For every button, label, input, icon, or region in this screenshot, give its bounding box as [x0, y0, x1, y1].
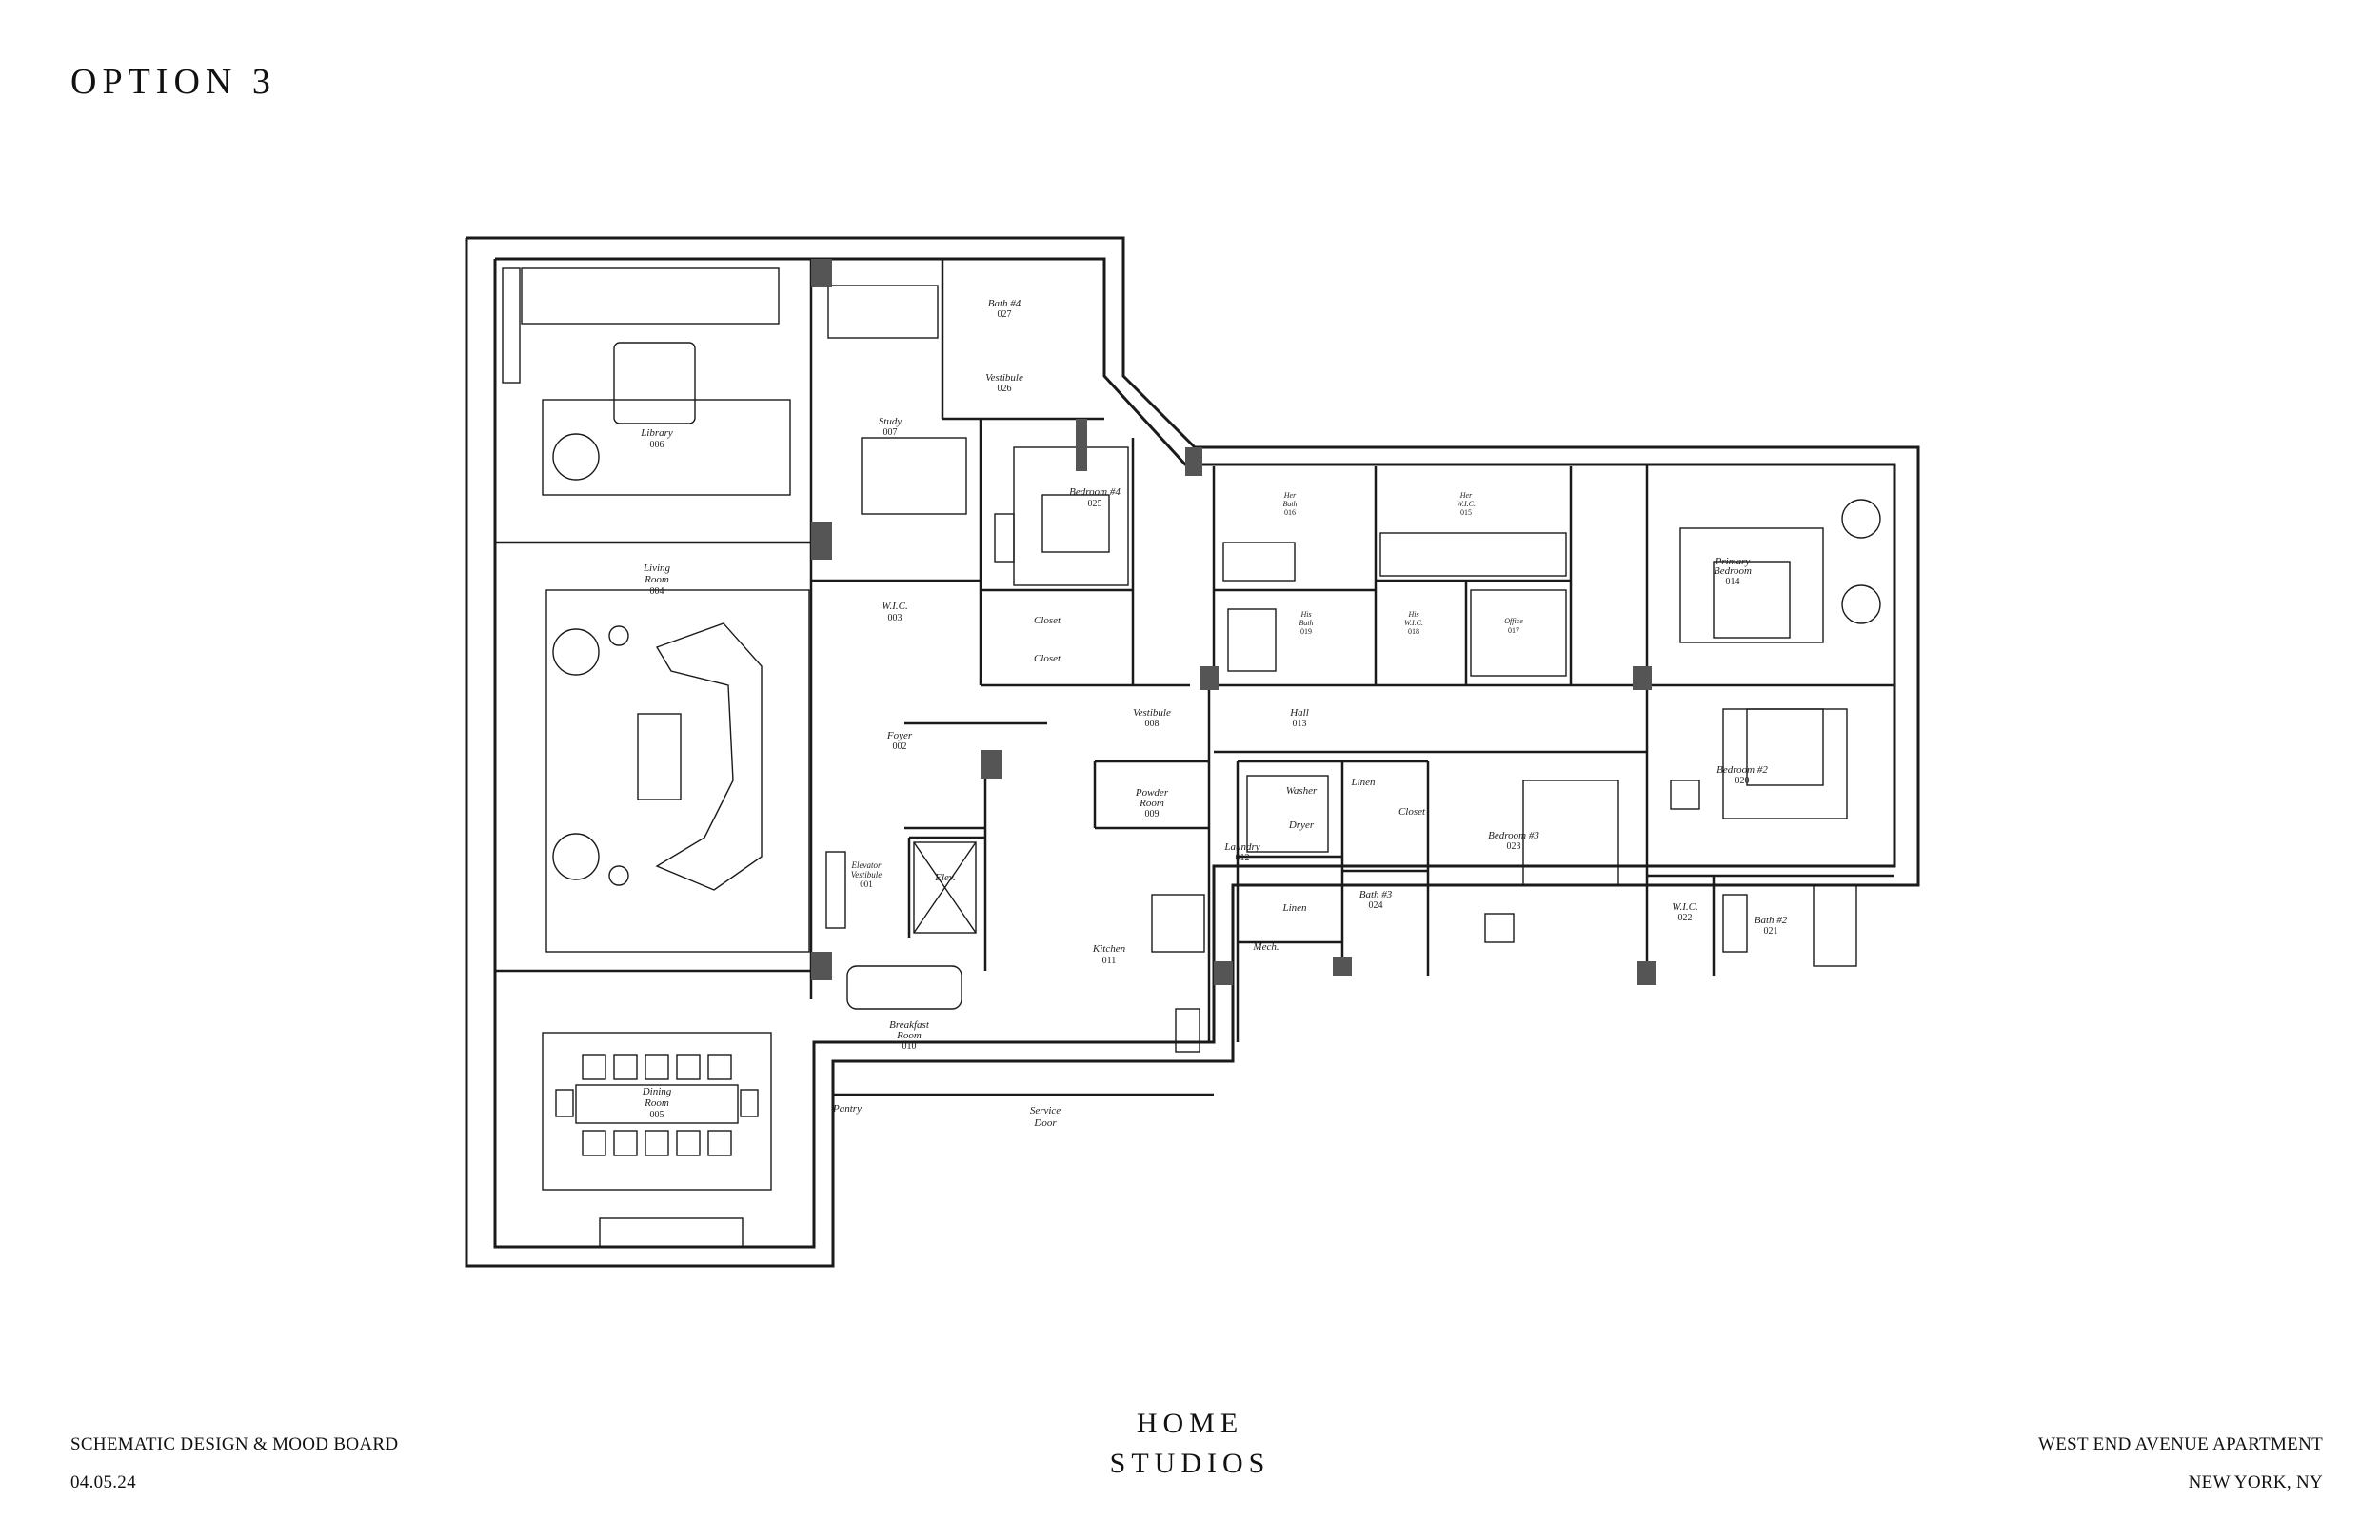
project-phase: SCHEMATIC DESIGN & MOOD BOARD — [70, 1434, 399, 1454]
label-primary-2: Bedroom — [1714, 565, 1752, 577]
label-study: Study — [879, 416, 902, 427]
footer-right: WEST END AVENUE APARTMENT NEW YORK, NY — [2038, 1426, 2323, 1502]
page-title: OPTION 3 — [70, 62, 276, 102]
brand-line-1: HOME — [1136, 1408, 1244, 1439]
label-dryer: Dryer — [1288, 819, 1315, 831]
num-bath2: 021 — [1764, 926, 1778, 937]
room-labels: Library 006 Living Room 004 Dining Room … — [640, 298, 1788, 1129]
label-bath2: Bath #2 — [1755, 915, 1788, 926]
project-date: 04.05.24 — [70, 1472, 136, 1492]
label-living-1: Living — [643, 563, 671, 574]
label-his-wic-1: His — [1407, 610, 1418, 619]
num-study: 007 — [883, 427, 898, 438]
num-hall: 013 — [1293, 719, 1307, 729]
label-closet-c: Closet — [1398, 806, 1426, 818]
num-office: 017 — [1508, 626, 1519, 635]
label-laundry: Laundry — [1223, 841, 1259, 853]
core-furniture — [825, 841, 1205, 1053]
label-living-2: Room — [644, 574, 669, 585]
num-her-bath: 016 — [1284, 508, 1296, 517]
label-mech: Mech. — [1252, 941, 1279, 953]
label-dining-1: Dining — [642, 1086, 672, 1097]
label-wic003: W.I.C. — [882, 601, 907, 612]
label-linen-b: Linen — [1281, 902, 1307, 914]
project-name: WEST END AVENUE APARTMENT — [2038, 1434, 2323, 1454]
num-library: 006 — [650, 440, 664, 450]
east-furniture — [1222, 499, 1881, 967]
label-bedroom3: Bedroom #3 — [1488, 830, 1539, 841]
label-vestibule008: Vestibule — [1133, 707, 1171, 719]
label-closet-a: Closet — [1034, 615, 1061, 626]
num-wic022: 022 — [1678, 913, 1693, 923]
living-furniture — [545, 589, 810, 953]
label-service-2: Door — [1033, 1117, 1057, 1129]
num-foyer: 002 — [893, 741, 907, 752]
study-furniture — [827, 285, 1129, 586]
label-her-wic-2: W.I.C. — [1457, 500, 1476, 508]
project-location: NEW YORK, NY — [2188, 1472, 2323, 1492]
num-vestibule26: 026 — [998, 384, 1012, 394]
num-wic003: 003 — [888, 613, 902, 623]
num-his-bath: 019 — [1300, 627, 1312, 636]
label-office: Office — [1504, 617, 1523, 625]
footer-left: SCHEMATIC DESIGN & MOOD BOARD 04.05.24 — [70, 1426, 398, 1502]
label-her-wic-1: Her — [1459, 491, 1473, 500]
num-vestibule008: 008 — [1145, 719, 1160, 729]
label-library: Library — [640, 427, 673, 439]
label-bedroom2: Bedroom #2 — [1716, 764, 1768, 776]
label-her-bath-1: Her — [1283, 491, 1297, 500]
label-bath4: Bath #4 — [988, 298, 1021, 309]
label-linen-a: Linen — [1350, 777, 1376, 788]
label-wic022: W.I.C. — [1672, 901, 1697, 913]
num-breakfast: 010 — [902, 1041, 917, 1052]
label-breakfast-2: Room — [896, 1030, 922, 1041]
num-laundry: 012 — [1236, 853, 1250, 863]
label-powder-2: Room — [1139, 798, 1164, 809]
num-living: 004 — [650, 586, 664, 597]
num-bath4: 027 — [998, 309, 1012, 320]
label-powder-1: Powder — [1135, 787, 1169, 799]
label-dining-2: Room — [644, 1097, 669, 1109]
label-elev: Elev. — [934, 872, 955, 883]
label-pantry: Pantry — [832, 1103, 862, 1115]
num-primary: 014 — [1726, 577, 1740, 587]
label-his-wic-2: W.I.C. — [1404, 619, 1423, 627]
library-furniture — [502, 267, 791, 496]
num-his-wic: 018 — [1408, 627, 1419, 636]
exterior-walls — [465, 236, 1920, 1268]
label-kitchen: Kitchen — [1092, 943, 1126, 955]
num-her-wic: 015 — [1460, 508, 1472, 517]
label-washer: Washer — [1286, 785, 1318, 797]
num-bedroom2: 020 — [1735, 776, 1750, 786]
num-bedroom3: 023 — [1507, 841, 1521, 852]
dining-furniture — [542, 1032, 772, 1248]
num-elev-vest: 001 — [860, 879, 873, 889]
label-bedroom4: Bedroom #4 — [1069, 486, 1121, 498]
num-bedroom4: 025 — [1088, 499, 1102, 509]
brand-logo: HOME STUDIOS — [1095, 1404, 1285, 1484]
num-dining: 005 — [650, 1110, 664, 1120]
label-service-1: Service — [1030, 1105, 1061, 1116]
num-kitchen: 011 — [1102, 956, 1117, 966]
label-primary-1: Primary — [1715, 556, 1751, 567]
label-his-bath-2: Bath — [1299, 619, 1313, 627]
label-hall: Hall — [1289, 707, 1309, 719]
column-fills — [811, 259, 1656, 985]
label-breakfast-1: Breakfast — [889, 1019, 930, 1031]
label-vestibule26: Vestibule — [985, 372, 1023, 384]
label-bath3: Bath #3 — [1359, 889, 1393, 900]
label-elev-vest-2: Vestibule — [851, 870, 883, 879]
label-foyer: Foyer — [886, 730, 913, 741]
interior-walls — [495, 259, 1894, 1096]
num-bath3: 024 — [1369, 900, 1383, 911]
label-closet-b: Closet — [1034, 653, 1061, 664]
brand-line-2: STUDIOS — [1109, 1448, 1271, 1479]
label-elev-vest-1: Elevator — [851, 860, 882, 870]
label-her-bath-2: Bath — [1282, 500, 1297, 508]
label-his-bath-1: His — [1299, 610, 1311, 619]
num-powder: 009 — [1145, 809, 1160, 819]
